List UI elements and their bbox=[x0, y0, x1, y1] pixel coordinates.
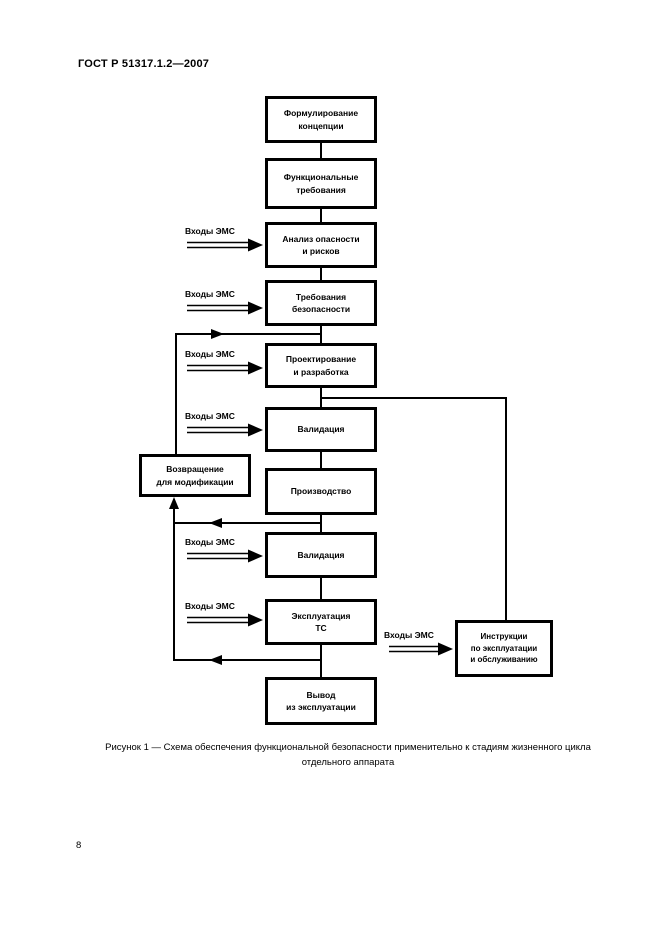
emc-input-label: Входы ЭМС bbox=[185, 226, 235, 236]
arrowhead-up-icon bbox=[169, 497, 179, 509]
flow-box-safety-requirements: Требования безопасности bbox=[265, 280, 377, 326]
flow-arrowheads bbox=[169, 329, 224, 665]
emc-input-label: Входы ЭМС bbox=[185, 289, 235, 299]
instructions-branch-line bbox=[321, 397, 507, 621]
flow-box-operation: Эксплуатация ТС bbox=[265, 599, 377, 645]
emc-input-arrows bbox=[187, 238, 453, 656]
flow-box-functional-requirements: Функциональные требования bbox=[265, 158, 377, 209]
arrowhead-left-icon bbox=[209, 518, 222, 528]
document-header: ГОСТ Р 51317.1.2—2007 bbox=[78, 58, 210, 70]
flow-box-hazard-analysis: Анализ опасности и рисков bbox=[265, 222, 377, 268]
emc-input-label: Входы ЭМС bbox=[185, 411, 235, 421]
emc-input-arrow bbox=[187, 238, 263, 252]
arrowhead-right-icon bbox=[211, 329, 224, 339]
feedback-line-lower bbox=[173, 499, 321, 661]
flow-box-concept: Формулирование концепции bbox=[265, 96, 377, 143]
emc-input-arrow bbox=[187, 549, 263, 563]
page-number: 8 bbox=[76, 840, 82, 851]
flow-box-production: Производство bbox=[265, 468, 377, 515]
flow-box-return-for-modification: Возвращение для модификации bbox=[139, 454, 251, 497]
flow-box-validation-2: Валидация bbox=[265, 532, 377, 578]
emc-input-label: Входы ЭМС bbox=[185, 601, 235, 611]
emc-input-arrow bbox=[389, 642, 453, 656]
flow-box-instructions: Инструкции по эксплуатации и обслуживани… bbox=[455, 620, 553, 677]
flow-box-validation-1: Валидация bbox=[265, 407, 377, 452]
emc-input-label: Входы ЭМС bbox=[185, 537, 235, 547]
emc-input-label: Входы ЭМС bbox=[185, 349, 235, 359]
arrowhead-left-icon bbox=[209, 655, 222, 665]
emc-input-arrow bbox=[187, 423, 263, 437]
emc-input-label: Входы ЭМС bbox=[384, 630, 434, 640]
emc-input-arrow bbox=[187, 301, 263, 315]
figure-caption: Рисунок 1 — Схема обеспечения функционал… bbox=[105, 742, 591, 768]
emc-input-arrow bbox=[187, 613, 263, 627]
flow-box-decommissioning: Вывод из эксплуатации bbox=[265, 677, 377, 725]
flow-box-design-development: Проектирование и разработка bbox=[265, 343, 377, 388]
emc-input-arrow bbox=[187, 361, 263, 375]
feedback-return-line bbox=[175, 333, 321, 456]
